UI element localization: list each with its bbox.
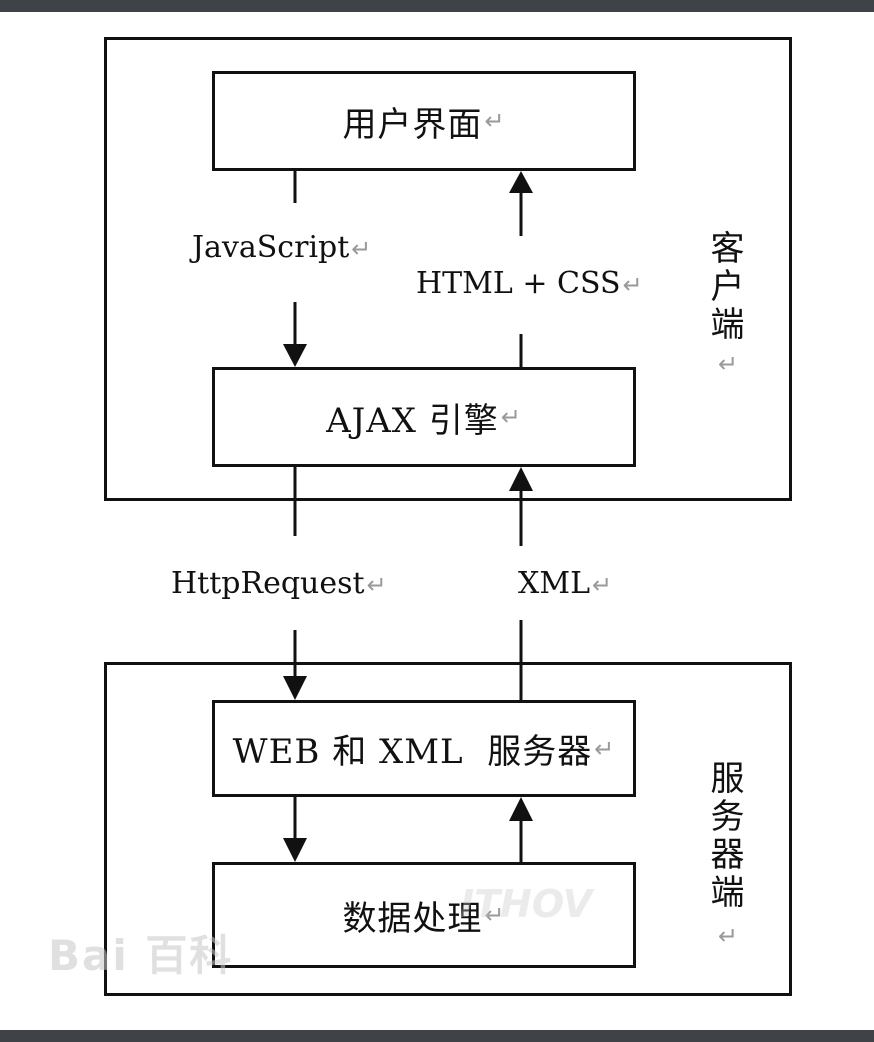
arrow-javascript-down (283, 171, 307, 367)
arrow-http-request-down (283, 467, 307, 700)
paragraph-mark-icon: ↵ (594, 734, 616, 763)
arrow-web-to-data-down (283, 797, 307, 862)
arrow-data-to-web-up (509, 797, 533, 862)
paragraph-mark-icon: ↵ (484, 901, 506, 929)
paragraph-mark-icon: ↵ (351, 235, 372, 263)
client-side-label: 客户端 (704, 230, 744, 344)
server-side-label: 服务器端 (704, 760, 744, 912)
data-processing-box: 数据处理↵ (212, 862, 636, 968)
paragraph-mark-icon: ↵ (366, 571, 387, 599)
bottom-edge-bar (0, 1030, 874, 1042)
region-mark-icon: ↵ (718, 350, 739, 378)
data-processing-label: 数据处理 (342, 898, 483, 939)
javascript-label-text: JavaScript (192, 230, 350, 265)
web-xml-server-label: WEB 和 XML 服务器 (232, 732, 593, 772)
web-xml-server-box: WEB 和 XML 服务器↵ (212, 700, 636, 797)
paragraph-mark-icon: ↵ (622, 271, 643, 299)
xml-label-text: XML (518, 566, 590, 601)
paragraph-mark-icon: ↵ (592, 571, 613, 599)
html-css-label-text: HTML + CSS (416, 266, 621, 301)
user-interface-label: 用户界面 (342, 104, 483, 145)
paragraph-mark-icon: ↵ (484, 107, 506, 135)
xml-arrow-label: XML↵ (518, 566, 612, 601)
ajax-engine-box: AJAX 引擎↵ (212, 367, 636, 467)
ajax-engine-label: AJAX 引擎 (326, 400, 499, 441)
arrow-xml-up (509, 467, 533, 700)
http-request-label-text: HttpRequest (171, 566, 365, 601)
top-edge-bar (0, 0, 874, 12)
arrow-html-css-up (509, 171, 533, 367)
user-interface-box: 用户界面↵ (212, 71, 636, 171)
region-mark-icon: ↵ (718, 922, 739, 950)
javascript-arrow-label: JavaScript↵ (192, 230, 371, 265)
site-watermark: ITHOV (460, 882, 593, 926)
http-request-arrow-label: HttpRequest↵ (171, 566, 387, 601)
paragraph-mark-icon: ↵ (500, 403, 522, 431)
html-css-arrow-label: HTML + CSS↵ (416, 266, 643, 301)
baidu-baike-watermark: Bai 百科 (48, 931, 234, 980)
